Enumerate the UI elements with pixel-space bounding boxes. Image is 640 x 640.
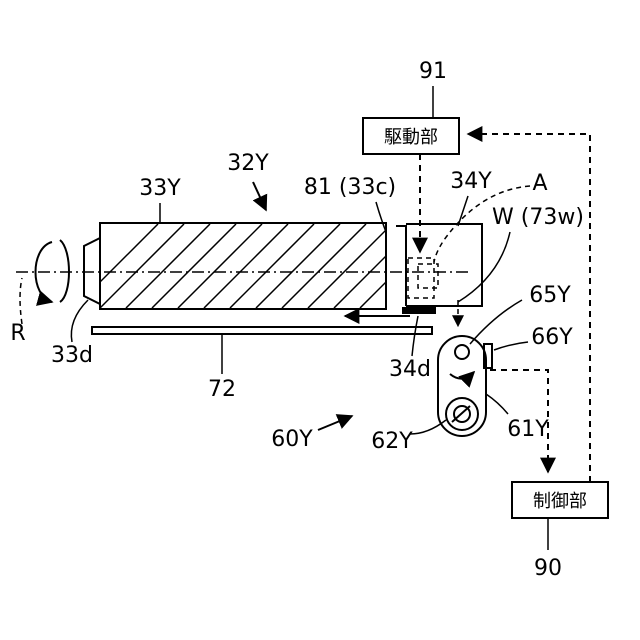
label-a: A bbox=[532, 171, 547, 196]
label-34d: 34d bbox=[389, 357, 431, 382]
leader-61y bbox=[486, 394, 508, 414]
arrow-32y bbox=[253, 182, 266, 210]
leader-81 bbox=[376, 202, 386, 232]
label-33y: 33Y bbox=[139, 176, 181, 201]
control-unit-label: 制御部 bbox=[533, 491, 587, 512]
leader-w bbox=[458, 232, 510, 302]
label-33d: 33d bbox=[51, 343, 93, 368]
cartridge-hatching bbox=[74, 224, 444, 308]
arrow-60y bbox=[318, 416, 352, 430]
seal-34d bbox=[402, 307, 436, 314]
label-62y: 62Y bbox=[371, 429, 413, 454]
label-65y: 65Y bbox=[529, 283, 571, 308]
drive-unit: 駆動部 bbox=[363, 118, 459, 154]
toner-cartridge bbox=[74, 223, 444, 309]
leader-34y bbox=[458, 196, 468, 226]
label-81: 81 (33c) bbox=[304, 175, 396, 200]
lever-assembly bbox=[438, 336, 492, 436]
label-91: 91 bbox=[419, 59, 447, 84]
control-unit: 制御部 bbox=[512, 482, 608, 518]
label-32y: 32Y bbox=[227, 151, 269, 176]
holder-inner-wall bbox=[396, 226, 406, 306]
leader-33d bbox=[71, 300, 88, 342]
leader-34d bbox=[412, 316, 418, 356]
gear-inner bbox=[418, 264, 438, 288]
cartridge-cap-33d bbox=[84, 238, 100, 304]
cartridge-holder bbox=[396, 224, 482, 314]
label-66y: 66Y bbox=[531, 325, 573, 350]
rotation-arrow-back bbox=[60, 240, 69, 302]
label-60y: 60Y bbox=[271, 427, 313, 452]
label-34y: 34Y bbox=[450, 169, 492, 194]
lever-rotation-arrow bbox=[450, 372, 474, 379]
label-w: W (73w) bbox=[492, 205, 584, 230]
leader-66y bbox=[494, 342, 528, 350]
label-90: 90 bbox=[534, 556, 562, 581]
pin-65y bbox=[455, 345, 469, 359]
plate-72 bbox=[92, 327, 432, 334]
label-61y: 61Y bbox=[507, 417, 549, 442]
leader-r bbox=[20, 278, 22, 324]
label-72: 72 bbox=[208, 377, 236, 402]
drive-unit-label: 駆動部 bbox=[384, 127, 438, 148]
label-r: R bbox=[10, 321, 25, 346]
